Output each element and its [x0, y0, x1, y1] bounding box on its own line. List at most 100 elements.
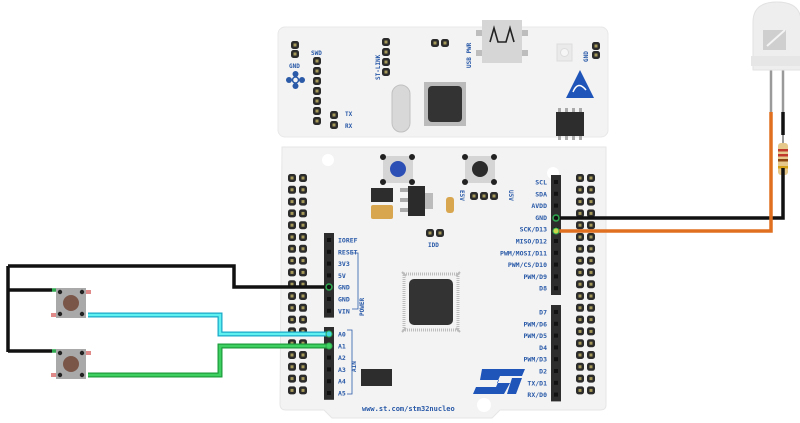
reset-button[interactable] — [462, 154, 497, 185]
uart-pin[interactable] — [330, 111, 338, 119]
header-socket[interactable] — [327, 250, 331, 254]
header-socket[interactable] — [554, 192, 558, 196]
gnd-pin[interactable] — [291, 41, 299, 49]
st-link-pin[interactable] — [382, 38, 390, 46]
st-link-pin[interactable] — [382, 68, 390, 76]
header-socket[interactable] — [554, 263, 558, 267]
morpho-pin[interactable] — [288, 304, 296, 312]
push-button-2[interactable] — [51, 349, 91, 379]
morpho-pin[interactable] — [576, 257, 584, 265]
morpho-pin[interactable] — [288, 198, 296, 206]
morpho-pin[interactable] — [299, 351, 307, 359]
morpho-pin[interactable] — [288, 221, 296, 229]
morpho-pin[interactable] — [587, 268, 595, 276]
swd-pin[interactable] — [313, 117, 321, 125]
header-socket[interactable] — [554, 180, 558, 184]
usb-pwr-jumper-pin[interactable] — [441, 39, 449, 47]
morpho-pin[interactable] — [576, 221, 584, 229]
morpho-pin[interactable] — [576, 268, 584, 276]
morpho-pin[interactable] — [587, 351, 595, 359]
morpho-pin[interactable] — [587, 292, 595, 300]
swd-pin[interactable] — [313, 107, 321, 115]
morpho-pin[interactable] — [288, 363, 296, 371]
swd-pin[interactable] — [313, 77, 321, 85]
power-select-pin[interactable] — [470, 192, 478, 200]
header-socket[interactable] — [327, 379, 331, 383]
header-socket[interactable] — [554, 393, 558, 397]
morpho-pin[interactable] — [299, 268, 307, 276]
user-button[interactable] — [380, 154, 415, 185]
header-socket[interactable] — [327, 297, 331, 301]
morpho-pin[interactable] — [576, 386, 584, 394]
header-socket[interactable] — [554, 381, 558, 385]
header-socket[interactable] — [554, 251, 558, 255]
morpho-pin[interactable] — [587, 257, 595, 265]
idd-jumper-pin[interactable] — [436, 229, 444, 237]
morpho-pin[interactable] — [288, 316, 296, 324]
morpho-pin[interactable] — [576, 304, 584, 312]
morpho-pin[interactable] — [587, 363, 595, 371]
morpho-pin[interactable] — [576, 280, 584, 288]
gnd-pin[interactable] — [291, 50, 299, 58]
morpho-pin[interactable] — [288, 209, 296, 217]
morpho-pin[interactable] — [576, 292, 584, 300]
header-socket[interactable] — [327, 273, 331, 277]
morpho-pin[interactable] — [587, 186, 595, 194]
header-socket[interactable] — [554, 345, 558, 349]
header-socket[interactable] — [554, 286, 558, 290]
swd-pin[interactable] — [313, 67, 321, 75]
morpho-pin[interactable] — [288, 245, 296, 253]
morpho-pin[interactable] — [587, 198, 595, 206]
white-led[interactable] — [751, 2, 800, 112]
swd-pin[interactable] — [313, 57, 321, 65]
morpho-pin[interactable] — [576, 327, 584, 335]
morpho-pin[interactable] — [576, 351, 584, 359]
morpho-pin[interactable] — [288, 233, 296, 241]
header-socket[interactable] — [327, 356, 331, 360]
morpho-pin[interactable] — [576, 363, 584, 371]
swd-pin[interactable] — [313, 97, 321, 105]
header-socket[interactable] — [554, 310, 558, 314]
morpho-pin[interactable] — [299, 174, 307, 182]
morpho-pin[interactable] — [576, 233, 584, 241]
uart-pin[interactable] — [330, 121, 338, 129]
morpho-pin[interactable] — [587, 327, 595, 335]
morpho-pin[interactable] — [288, 174, 296, 182]
morpho-pin[interactable] — [299, 186, 307, 194]
header-socket[interactable] — [554, 274, 558, 278]
morpho-pin[interactable] — [587, 304, 595, 312]
morpho-pin[interactable] — [576, 186, 584, 194]
gnd-pin[interactable] — [592, 51, 600, 59]
st-link-pin[interactable] — [382, 48, 390, 56]
morpho-pin[interactable] — [299, 233, 307, 241]
morpho-pin[interactable] — [288, 186, 296, 194]
morpho-pin[interactable] — [288, 351, 296, 359]
header-socket[interactable] — [554, 322, 558, 326]
morpho-pin[interactable] — [587, 386, 595, 394]
usb-pwr-jumper-pin[interactable] — [431, 39, 439, 47]
morpho-pin[interactable] — [576, 209, 584, 217]
morpho-pin[interactable] — [587, 339, 595, 347]
morpho-pin[interactable] — [576, 375, 584, 383]
morpho-pin[interactable] — [288, 375, 296, 383]
header-socket[interactable] — [554, 334, 558, 338]
morpho-pin[interactable] — [576, 316, 584, 324]
morpho-pin[interactable] — [299, 257, 307, 265]
morpho-pin[interactable] — [288, 268, 296, 276]
power-select-pin[interactable] — [490, 192, 498, 200]
morpho-pin[interactable] — [587, 316, 595, 324]
header-socket[interactable] — [554, 357, 558, 361]
header-socket[interactable] — [554, 204, 558, 208]
morpho-pin[interactable] — [587, 233, 595, 241]
header-socket[interactable] — [554, 369, 558, 373]
header-socket[interactable] — [327, 309, 331, 313]
morpho-pin[interactable] — [576, 174, 584, 182]
morpho-pin[interactable] — [299, 304, 307, 312]
swd-pin[interactable] — [313, 87, 321, 95]
morpho-pin[interactable] — [299, 221, 307, 229]
power-select-pin[interactable] — [480, 192, 488, 200]
morpho-pin[interactable] — [576, 198, 584, 206]
morpho-pin[interactable] — [299, 198, 307, 206]
morpho-pin[interactable] — [288, 292, 296, 300]
st-link-pin[interactable] — [382, 58, 390, 66]
